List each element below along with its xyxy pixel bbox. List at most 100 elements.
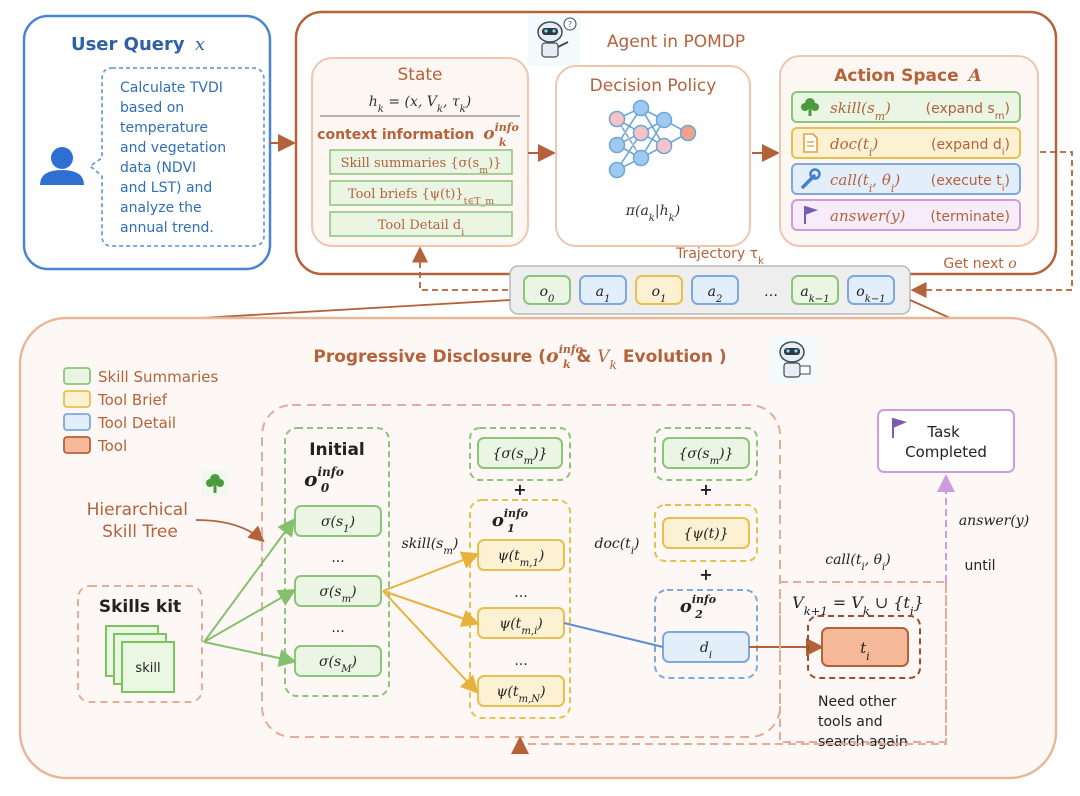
user-query-var: x	[195, 34, 205, 55]
trajectory-item-label: a2	[708, 284, 723, 305]
ellipsis: ...	[514, 653, 527, 669]
legend-item: Tool Detail	[63, 413, 176, 432]
state-item-label: Tool briefs {ψ(t)}t∈T_m	[348, 187, 494, 207]
flag-icon	[892, 418, 907, 438]
tool-brief-set-node: {ψ(t)}	[662, 517, 750, 549]
skills-kit-title: Skills kit	[99, 597, 181, 617]
action-call: skill(sm)	[830, 99, 891, 123]
plus-2: +	[699, 480, 712, 499]
trajectory-item: o0	[523, 275, 571, 305]
skill-summary-set-node-label: {σ(sm)}	[678, 446, 733, 467]
action-space-title: Action Space	[834, 66, 958, 86]
trajectory-item-label: ok−1	[856, 284, 885, 305]
query-line: analyze the	[120, 200, 202, 216]
plus-1: +	[513, 480, 526, 499]
tool-brief-node: ψ(tm,1)	[477, 539, 565, 571]
trajectory-item-label: ak−1	[800, 284, 829, 305]
disclosure-edges	[203, 517, 824, 694]
task-completed-label: Task Completed	[905, 423, 987, 461]
action-item: doc(ti)(expand di)	[791, 127, 1021, 159]
legend-item: Skill Summaries	[63, 367, 218, 386]
tool-node-label: ti	[860, 639, 869, 663]
tool-detail-node: di	[662, 631, 750, 663]
svg-text:?: ?	[568, 20, 572, 29]
legend-label: Skill Summaries	[98, 368, 218, 386]
legend-item: Tool Brief	[63, 390, 168, 409]
skill-summary-set-node: {σ(sm)}	[477, 437, 563, 469]
tool-detail-node-label: di	[700, 640, 712, 661]
skill-card-label: skill	[135, 661, 160, 676]
tool-brief-node: ψ(tm,N)	[477, 675, 565, 707]
trajectory-item-label: a1	[596, 284, 611, 305]
legend-label: Tool	[97, 437, 127, 455]
wrench-icon	[801, 168, 821, 189]
tree-icon	[801, 98, 819, 116]
action-item: skill(sm) (expand sm)	[791, 91, 1021, 123]
skill-summary-node-label: σ(s1)	[321, 514, 355, 535]
action-call: call(ti, θi)	[830, 171, 900, 195]
skill-summary-node-label: σ(sM)	[319, 654, 357, 675]
action-item: answer(y) (terminate)	[791, 199, 1021, 231]
state-title: State	[398, 65, 443, 85]
tool-brief-node-label: ψ(tm,N)	[496, 684, 545, 705]
action-call: doc(ti)	[830, 135, 878, 159]
v-update-formula: Vk+1 = Vk ∪ {ti}	[792, 593, 924, 618]
query-speech-bubble	[88, 67, 265, 247]
legend-swatch	[63, 390, 91, 408]
query-line: data (NDVI	[120, 160, 196, 176]
initial-label: Initial	[309, 440, 365, 460]
agent-title: Agent in POMDP	[607, 32, 745, 52]
state-item-label: Tool Detail di	[378, 218, 464, 238]
trajectory-item: ak−1	[791, 275, 839, 305]
action-desc: (expand sm)	[926, 101, 1010, 122]
trajectory-item: …	[764, 284, 778, 300]
action-desc: (terminate)	[930, 209, 1010, 225]
flag-icon	[804, 206, 818, 224]
trajectory-item-label: …	[764, 284, 778, 300]
action-call: answer(y)	[830, 207, 906, 225]
ellipsis: ...	[331, 620, 344, 636]
user-avatar-icon	[40, 147, 84, 185]
query-line: based on	[120, 100, 184, 116]
skill-summary-node: σ(sm)	[294, 575, 382, 607]
action-space-var: A	[967, 66, 982, 86]
query-line: Calculate TVDI	[120, 80, 223, 96]
trajectory-to-state-arrow	[411, 246, 508, 291]
user-query-title: User Query	[71, 34, 185, 55]
ellipsis: ...	[514, 585, 527, 601]
plus-3: +	[699, 565, 712, 584]
legend-label: Tool Brief	[97, 391, 168, 409]
state-item: Tool briefs {ψ(t)}t∈T_m	[329, 180, 513, 207]
neural-network-icon	[608, 99, 697, 179]
tool-brief-node-label: ψ(tm,1)	[498, 548, 545, 569]
hierarchical-label: Hierarchical Skill Tree	[87, 500, 194, 542]
tool-update-box: Vk+1 = Vk ∪ {ti} ti Need other tools and…	[779, 581, 947, 750]
legend-swatch	[63, 413, 91, 431]
tree-icon	[202, 470, 228, 496]
state-item: Skill summaries {σ(sm)}	[329, 149, 513, 176]
search-again-arrow	[511, 582, 947, 754]
robot-icon: ?	[528, 14, 580, 66]
edge-answer-label: answer(y)	[959, 513, 1029, 529]
state-item-label: Skill summaries {σ(sm)}	[341, 156, 502, 176]
trajectory-item: ok−1	[847, 275, 895, 305]
skill-summary-node: σ(sM)	[294, 645, 382, 677]
decision-policy-panel: Decision Policy π(ak|hk)	[555, 65, 751, 247]
trajectory-item-label: o0	[540, 284, 555, 305]
svg-text:User Query x: User Query x	[71, 34, 205, 55]
policy-formula: π(ak|hk)	[625, 203, 680, 224]
trajectory-item: o1	[635, 275, 683, 305]
task-completed-box: Task Completed	[877, 409, 1015, 473]
action-item: call(ti, θi)(execute ti)	[791, 163, 1021, 195]
tool-brief-node: ψ(tm,i)	[477, 607, 565, 639]
skill-summary-set-node-label: {σ(sm)}	[492, 446, 547, 467]
